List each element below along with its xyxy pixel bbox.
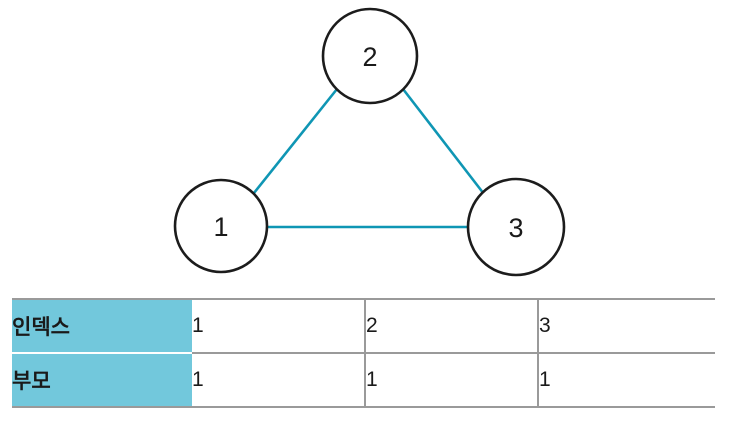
row-header-index: 인덱스 <box>12 298 192 354</box>
cell-index-3: 3 <box>537 298 715 354</box>
node-2-label: 2 <box>362 42 377 72</box>
node-1-label: 1 <box>213 212 228 242</box>
node-3-circle[interactable] <box>466 177 566 277</box>
cell-parent-3: 1 <box>537 352 715 408</box>
cell-index-2: 2 <box>364 298 538 354</box>
graph-node-2[interactable]: 2 <box>321 7 419 105</box>
parent-table-container: 인덱스 1 2 3 부모 1 1 1 <box>12 298 716 410</box>
graph-node-1[interactable]: 1 <box>173 178 269 274</box>
edge-2-3 <box>401 88 486 195</box>
cell-parent-1: 1 <box>192 352 365 408</box>
graph-edges <box>252 88 486 229</box>
table-row-parent: 부모 1 1 1 <box>12 352 715 408</box>
node-3-label: 3 <box>508 213 523 243</box>
node-1-circle[interactable] <box>173 178 269 274</box>
edge-1-2 <box>252 88 339 194</box>
row-header-parent: 부모 <box>12 352 192 408</box>
cell-parent-2: 1 <box>364 352 538 408</box>
table-row-index: 인덱스 1 2 3 <box>12 298 715 354</box>
graph-node-3[interactable]: 3 <box>466 177 566 277</box>
graph-diagram: 1 2 3 <box>173 7 566 277</box>
parent-table: 인덱스 1 2 3 부모 1 1 1 <box>12 298 715 408</box>
graph-canvas: 1 2 3 <box>173 7 566 277</box>
node-2-circle[interactable] <box>321 7 419 105</box>
cell-index-1: 1 <box>192 298 365 354</box>
